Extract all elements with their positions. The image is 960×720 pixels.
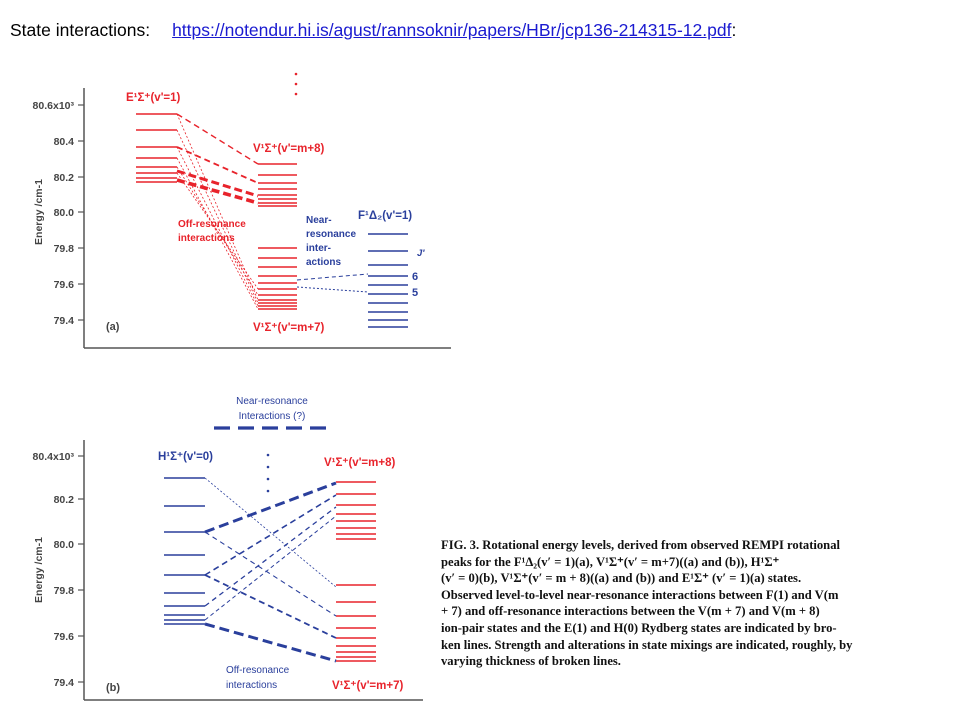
panel-b-state-V-m8-label: V¹Σ⁺(v'=m+8) bbox=[324, 457, 395, 469]
panel-b-tag: (b) bbox=[106, 682, 120, 694]
panel-a-j5-label: 5 bbox=[412, 287, 418, 299]
panel-a-state-V-m7-label: V¹Σ⁺(v'=m+7) bbox=[253, 322, 324, 334]
panel-b-state-V-m7-label: V¹Σ⁺(v'=m+7) bbox=[332, 680, 403, 692]
figure-caption: FIG. 3. Rotational energy levels, derive… bbox=[441, 537, 943, 670]
panel-a-tick-79-4: 79.4 bbox=[54, 315, 75, 327]
panel-b-off-resonance-links bbox=[204, 477, 337, 663]
panel-b: 80.4x10³ 80.2 80.0 79.8 79.6 79.4 Energy… bbox=[33, 396, 423, 701]
header-label: State interactions: bbox=[10, 20, 151, 40]
panel-a-tag: (a) bbox=[106, 321, 120, 333]
panel-a-V-m8-levels bbox=[258, 163, 297, 207]
panel-b-y-axis-label: Energy /cm-1 bbox=[33, 537, 45, 603]
panel-a-y-axis-label: Energy /cm-1 bbox=[33, 179, 45, 245]
slide-header: State interactions: https://notendur.hi.i… bbox=[10, 20, 736, 41]
panel-b-state-H-label: H¹Σ⁺(v'=0) bbox=[158, 451, 213, 463]
caption-line: + 7) and off-resonance interactions betw… bbox=[441, 604, 820, 619]
caption-line: Observed level-to-level near-resonance i… bbox=[441, 587, 839, 602]
panel-b-tick-79-8: 79.8 bbox=[54, 585, 75, 597]
panel-b-off-resonance-note-2: interactions bbox=[226, 680, 277, 691]
panel-a-near-resonance-note-4: actions bbox=[306, 257, 341, 268]
panel-a-tick-marks bbox=[78, 104, 84, 321]
caption-line: peaks for the F¹Δ₂(v′ = 1)(a), V¹Σ⁺(v′ =… bbox=[441, 554, 780, 569]
panel-b-near-resonance-note-1: Near-resonance bbox=[236, 396, 308, 407]
panel-a-off-resonance-note-2: interactions bbox=[178, 233, 235, 244]
panel-a-near-resonance-links bbox=[296, 273, 369, 293]
caption-line: ion-pair states and the E(1) and H(0) Ry… bbox=[441, 620, 837, 635]
panel-a-j6-label: 6 bbox=[412, 271, 418, 283]
panel-b-tick-80-0: 80.0 bbox=[54, 539, 75, 551]
panel-a-near-resonance-note-3: inter- bbox=[306, 243, 331, 254]
panel-a-off-resonance-links bbox=[176, 113, 259, 310]
panel-b-tick-79-6: 79.6 bbox=[54, 631, 75, 643]
panel-b-V-m7-levels bbox=[336, 584, 376, 662]
panel-b-V-m8-levels bbox=[336, 481, 376, 540]
panel-b-tick-marks bbox=[78, 455, 84, 683]
panel-a-state-F-label: F¹Δ₂(v'=1) bbox=[358, 210, 412, 222]
panel-a-tick-80-6: 80.6x10³ bbox=[33, 100, 75, 112]
panel-a-E-levels bbox=[136, 113, 177, 183]
panel-b-H-levels bbox=[164, 477, 205, 625]
header-colon: : bbox=[731, 20, 737, 40]
panel-a-tick-79-8: 79.8 bbox=[54, 243, 75, 255]
panel-a-near-resonance-note-2: resonance bbox=[306, 229, 356, 240]
panel-b-tick-79-4: 79.4 bbox=[54, 677, 75, 689]
panel-a-F-levels bbox=[368, 233, 408, 328]
panel-a-off-resonance-note-1: Off-resonance bbox=[178, 219, 246, 230]
caption-line: FIG. 3. Rotational energy levels, derive… bbox=[441, 538, 840, 552]
panel-a-V-m7-levels bbox=[258, 247, 297, 310]
panel-a-tick-80-2: 80.2 bbox=[54, 172, 75, 184]
panel-a-j-label: J' bbox=[417, 248, 425, 259]
panel-b-continuation-dots bbox=[266, 453, 270, 493]
panel-b-off-resonance-note-1: Off-resonance bbox=[226, 665, 290, 676]
panel-b-near-resonance-note-2: Interactions (?) bbox=[239, 411, 306, 422]
panel-b-tick-80-4: 80.4x10³ bbox=[33, 451, 75, 463]
caption-line: varying thickness of broken lines. bbox=[441, 654, 621, 669]
panel-a-state-V-m8-label: V¹Σ⁺(v'=m+8) bbox=[253, 143, 324, 155]
panel-a-state-E-label: E¹Σ⁺(v'=1) bbox=[126, 92, 181, 104]
panel-a-tick-79-6: 79.6 bbox=[54, 279, 75, 291]
caption-line: ken lines. Strength and alterations in s… bbox=[441, 637, 853, 652]
panel-a-continuation-dots bbox=[294, 72, 298, 96]
paper-link[interactable]: https://notendur.hi.is/agust/rannsoknir/… bbox=[172, 20, 732, 40]
caption-line: (v′ = 0)(b), V¹Σ⁺(v′ = m + 8)((a) and (b… bbox=[441, 571, 802, 586]
panel-a: 80.6x10³ 80.4 80.2 80.0 79.8 79.6 79.4 E… bbox=[33, 72, 451, 349]
panel-a-tick-80-0: 80.0 bbox=[54, 207, 75, 219]
panel-a-tick-80-4: 80.4 bbox=[54, 136, 75, 148]
panel-b-tick-80-2: 80.2 bbox=[54, 494, 75, 506]
panel-a-near-resonance-note-1: Near- bbox=[306, 215, 332, 226]
